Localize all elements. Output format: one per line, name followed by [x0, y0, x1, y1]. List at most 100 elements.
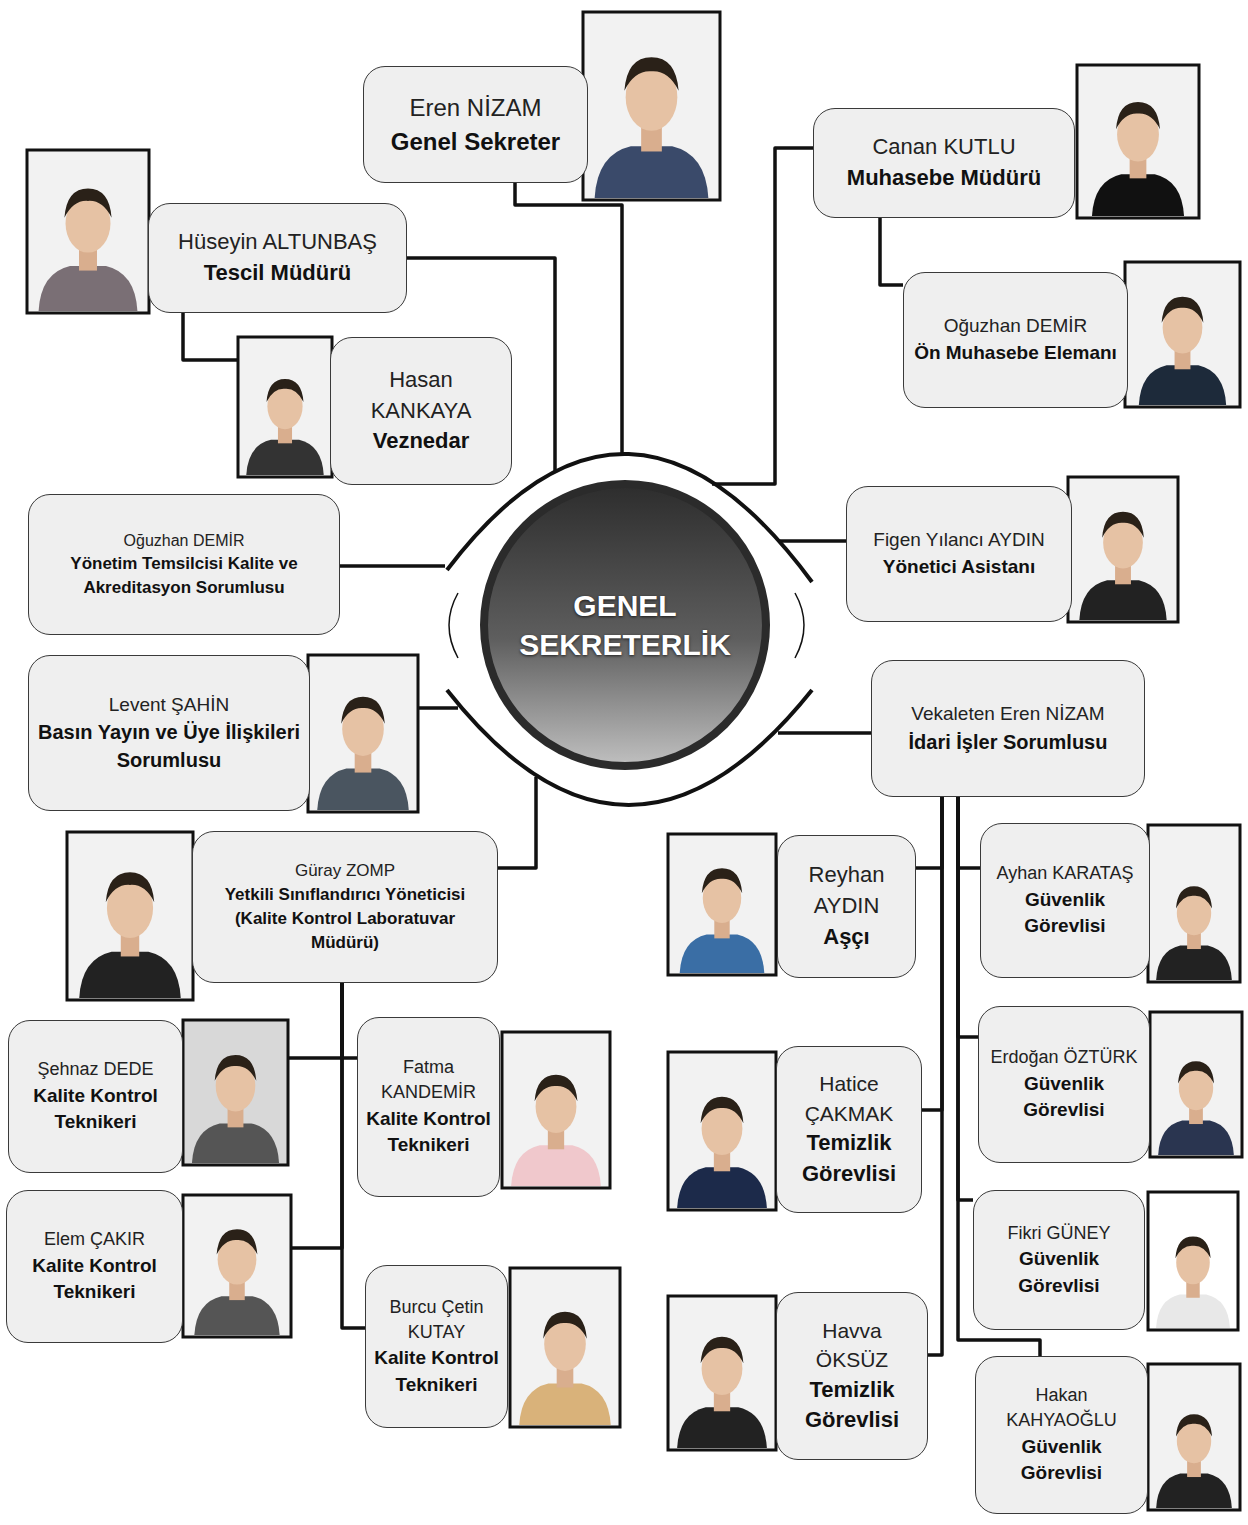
photo-frame: [583, 12, 720, 200]
job-title: Güvenlik Görevlisi: [981, 1246, 1137, 1299]
photo-frame: [67, 832, 193, 1000]
portrait-photo: [510, 1268, 620, 1427]
job-title: Muhasebe Müdürü: [821, 163, 1067, 194]
person-name: Levent ŞAHİN: [36, 692, 302, 719]
job-title: Ön Muhasebe Elemanı: [911, 340, 1120, 367]
photo-frame: [668, 1296, 776, 1450]
photo-frame: [183, 1195, 291, 1337]
photo-figure: [1156, 1236, 1230, 1328]
connector-line: [958, 797, 980, 868]
photo-frame: [1148, 1364, 1240, 1510]
person-box: Oğuzhan DEMİRÖn Muhasebe Elemanı: [903, 272, 1128, 408]
job-title: Güvenlik Görevlisi: [988, 887, 1142, 940]
person-name: Hasan KANKAYA: [338, 365, 504, 427]
photo-figure: [1092, 102, 1184, 216]
text-group: Fatma KANDEMİRKalite Kontrol Teknikeri: [365, 1055, 492, 1159]
connector-line: [340, 564, 445, 568]
photo-figure: [194, 1229, 279, 1335]
connector-line: [880, 218, 903, 285]
person-box: Şehnaz DEDEKalite Kontrol Teknikeri: [8, 1020, 183, 1173]
job-title: Kalite Kontrol Teknikeri: [373, 1345, 500, 1398]
photo-frame: [27, 150, 149, 313]
portrait-photo: [583, 12, 720, 200]
photo-figure: [677, 1097, 767, 1208]
person-name: Hakan KAHYAOĞLU: [983, 1383, 1140, 1433]
person-box: Fatma KANDEMİRKalite Kontrol Teknikeri: [357, 1017, 500, 1197]
person-name: Fatma KANDEMİR: [365, 1055, 492, 1105]
person-name: Fikri GÜNEY: [981, 1221, 1137, 1246]
job-title: İdari İşler Sorumlusu: [879, 728, 1137, 756]
person-box: Levent ŞAHİNBasın Yayın ve Üye İlişkiler…: [28, 655, 310, 811]
portrait-photo: [67, 832, 193, 1000]
person-box: Hasan KANKAYAVeznedar: [330, 337, 512, 485]
connector-line: [958, 797, 973, 1200]
connector-line: [958, 797, 978, 1037]
text-group: Reyhan AYDINAşçı: [785, 860, 908, 952]
photo-frame: [1150, 1012, 1242, 1157]
text-group: Figen Yılancı AYDINYönetici Asistanı: [854, 527, 1064, 580]
text-group: Vekaleten Eren NİZAMİdari İşler Sorumlus…: [879, 701, 1137, 756]
job-title: Yetkili Sınıflandırıcı Yöneticisi (Kalit…: [200, 883, 490, 954]
person-name: Figen Yılancı AYDIN: [854, 527, 1064, 554]
person-box: Güray ZOMPYetkili Sınıflandırıcı Yönetic…: [192, 831, 498, 983]
photo-frame: [668, 1052, 776, 1210]
person-name: Eren NİZAM: [371, 91, 580, 125]
person-box: Hüseyin ALTUNBAŞTescil Müdürü: [148, 203, 407, 313]
person-box: Ayhan KARATAŞGüvenlik Görevlisi: [980, 823, 1150, 978]
job-title: Güvenlik Görevlisi: [986, 1071, 1142, 1124]
portrait-photo: [183, 1020, 288, 1165]
job-title: Temizlik Görevlisi: [784, 1375, 920, 1437]
photo-figure: [511, 1075, 601, 1186]
connector-line: [778, 539, 846, 543]
person-name: Şehnaz DEDE: [16, 1057, 175, 1082]
photo-figure: [1158, 1061, 1234, 1155]
photo-figure: [246, 379, 323, 475]
photo-frame: [1125, 262, 1240, 407]
photo-figure: [1079, 512, 1166, 620]
job-title: Aşçı: [785, 922, 908, 953]
person-name: Hüseyin ALTUNBAŞ: [156, 227, 399, 258]
photo-figure: [1156, 886, 1232, 980]
text-group: Oğuzhan DEMİRYönetim Temsilcisi Kalite v…: [36, 530, 332, 600]
person-box: Hatice ÇAKMAKTemizlik Görevlisi: [776, 1046, 922, 1213]
person-box: Havva ÖKSÜZTemizlik Görevlisi: [776, 1292, 928, 1460]
text-group: Hakan KAHYAOĞLUGüvenlik Görevlisi: [983, 1383, 1140, 1487]
photo-frame: [1148, 1192, 1238, 1330]
photo-frame: [183, 1020, 288, 1165]
person-name: Ayhan KARATAŞ: [988, 861, 1142, 886]
hub-circle: GENEL SEKRETERLİK: [440, 448, 816, 810]
photo-frame: [308, 655, 418, 812]
text-group: Oğuzhan DEMİRÖn Muhasebe Elemanı: [911, 313, 1120, 366]
person-name: Oğuzhan DEMİR: [36, 530, 332, 552]
job-title: Genel Sekreter: [371, 125, 580, 159]
person-box: Vekaleten Eren NİZAMİdari İşler Sorumlus…: [871, 660, 1145, 797]
photo-figure: [1139, 297, 1226, 405]
connector-line: [515, 183, 622, 454]
text-group: Fikri GÜNEYGüvenlik Görevlisi: [981, 1221, 1137, 1299]
photo-frame: [668, 834, 776, 975]
text-group: Erdoğan ÖZTÜRKGüvenlik Görevlisi: [986, 1045, 1142, 1123]
job-title: Yönetim Temsilcisi Kalite ve Akreditasyo…: [36, 552, 332, 600]
portrait-photo: [183, 1195, 291, 1337]
person-box: Elem ÇAKIRKalite Kontrol Teknikeri: [6, 1190, 183, 1343]
person-name: Reyhan AYDIN: [785, 860, 908, 922]
portrait-photo: [308, 655, 418, 812]
person-box: Erdoğan ÖZTÜRKGüvenlik Görevlisi: [978, 1006, 1150, 1163]
photo-frame: [510, 1268, 620, 1427]
photo-figure: [192, 1055, 279, 1163]
portrait-photo: [668, 1052, 776, 1210]
photo-frame: [1148, 825, 1240, 982]
photo-figure: [677, 1337, 767, 1448]
photo-frame: [238, 337, 332, 477]
portrait-photo: [1077, 65, 1199, 218]
person-name: Burcu Çetin KUTAY: [373, 1295, 500, 1345]
portrait-photo: [27, 150, 149, 313]
connector-line: [712, 148, 813, 484]
job-title: Kalite Kontrol Teknikeri: [14, 1253, 175, 1306]
person-box: Eren NİZAMGenel Sekreter: [363, 66, 588, 183]
text-group: Burcu Çetin KUTAYKalite Kontrol Tekniker…: [373, 1295, 500, 1399]
text-group: Eren NİZAMGenel Sekreter: [371, 91, 580, 158]
text-group: Şehnaz DEDEKalite Kontrol Teknikeri: [16, 1057, 175, 1135]
text-group: Güray ZOMPYetkili Sınıflandırıcı Yönetic…: [200, 859, 490, 954]
connector-line: [778, 731, 871, 735]
